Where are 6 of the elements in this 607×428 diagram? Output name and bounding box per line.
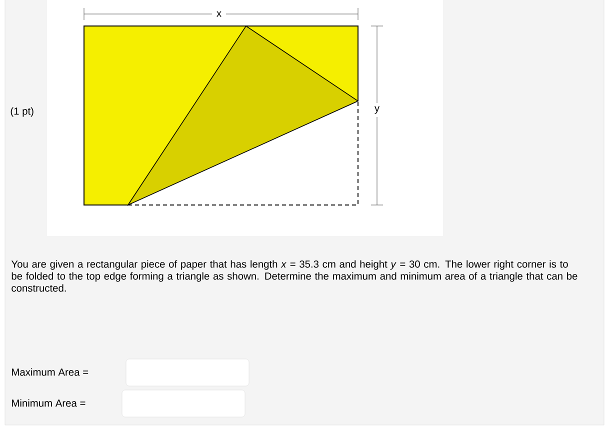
points-label: (1 pt) <box>10 107 34 117</box>
dimension-label: y <box>374 106 380 114</box>
question-text: You are given a rectangular piece of paper that has length x = 35.3 cm and height y = 30 cm. The lower right corner is to be folded to the top edge forming a triangle as shown. Determine the maximum and minimum area of a triangle that can be constructed. <box>11 260 578 292</box>
field-label: Minimum Area = <box>12 399 86 407</box>
field-label: Maximum Area = <box>12 368 88 376</box>
dimension-label: x <box>216 11 222 17</box>
